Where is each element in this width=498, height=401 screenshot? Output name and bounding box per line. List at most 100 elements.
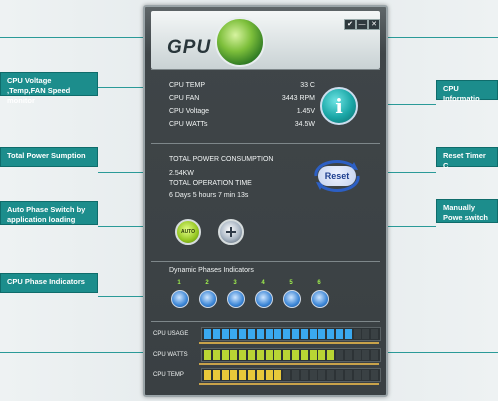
callout-manual-power: Manually Powe switch — [436, 199, 498, 223]
bar-segment — [230, 350, 238, 360]
bar-segment — [300, 370, 308, 380]
bar-segment — [248, 329, 255, 339]
bar-segment — [327, 350, 335, 360]
manual-power-button[interactable] — [218, 219, 244, 245]
bar-segment — [239, 350, 247, 360]
reset-button[interactable]: Reset — [310, 159, 364, 193]
bar-segment — [265, 350, 273, 360]
bar-segment — [292, 370, 299, 380]
bar-segment — [230, 370, 238, 380]
power-title: TOTAL POWER CONSUMPTION — [169, 156, 274, 163]
gpu-app-window: GPU ✔ — ✕ CPU TEMP 33 C CPU FAN 3443 RPM… — [143, 5, 388, 397]
bar-segment — [265, 370, 273, 380]
phase-number: 6 — [317, 280, 321, 286]
bar-segment — [204, 370, 211, 380]
usage-bars-section — [151, 321, 380, 394]
cpu-watts-label: CPU WATTs — [169, 121, 208, 128]
connector-line — [98, 87, 158, 88]
cpu-temp-value: 33 C — [300, 82, 315, 89]
bar-segment — [274, 350, 282, 360]
cpu-fan-label: CPU FAN — [169, 95, 200, 102]
bar-segment — [336, 370, 343, 380]
monitor-section — [151, 69, 380, 140]
bar-segment — [344, 329, 352, 339]
operation-time-value: 6 Days 5 hours 7 min 13s — [169, 192, 249, 199]
cpu-voltage-value: 1.45V — [296, 108, 315, 115]
phase-indicator-icon — [227, 290, 245, 308]
phases-title: Dynamic Phases Indicators — [169, 267, 254, 274]
bar-segment — [274, 329, 282, 339]
bar-segment — [318, 350, 326, 360]
bar-segment — [204, 350, 211, 360]
bar-segment — [265, 329, 273, 339]
phase-number: 4 — [261, 280, 265, 286]
bar-segment — [371, 370, 379, 380]
cpu-fan-value: 3443 RPM — [281, 95, 315, 102]
phase-number: 2 — [205, 280, 209, 286]
reset-label: Reset — [318, 166, 356, 186]
callout-phase-indicators: CPU Phase Indicators — [0, 273, 98, 293]
bar-segment — [300, 329, 308, 339]
bar-segment — [371, 350, 379, 360]
connector-line — [368, 172, 436, 173]
bar-segment — [344, 350, 352, 360]
bar-segment — [309, 350, 317, 360]
bar-segment — [239, 329, 247, 339]
connector-line — [0, 37, 143, 38]
callout-power: Total Power Sumption — [0, 147, 98, 167]
connector-line — [98, 226, 170, 227]
phase-number: 1 — [177, 280, 181, 286]
bar-segment — [362, 370, 370, 380]
power-switch-icon — [226, 227, 236, 237]
cpu-watts-bar — [201, 348, 381, 362]
globe-logo-icon — [215, 17, 265, 67]
phase-indicator-icon — [171, 290, 189, 308]
phase-number: 3 — [233, 280, 237, 286]
apply-button[interactable]: ✔ — [344, 19, 356, 30]
bar-segment — [327, 329, 335, 339]
phases-section — [151, 261, 380, 322]
bar-segment — [283, 370, 291, 380]
cpu-temp-bar-label: CPU TEMP — [153, 372, 184, 378]
bar-segment — [327, 370, 335, 380]
cpu-usage-label: CPU USAGE — [153, 331, 189, 337]
cpu-voltage-label: CPU Voltage — [169, 108, 210, 115]
bar-segment — [221, 350, 229, 360]
bar-segment — [336, 329, 343, 339]
bar-segment — [362, 350, 370, 360]
callout-monitor: CPU Voltage ,Temp,FAN Speed monitor — [0, 72, 98, 105]
bar-segment — [248, 350, 255, 360]
bar-divider — [199, 383, 379, 385]
bar-segment — [353, 350, 361, 360]
callout-reset-timer: Reset Timer C — [436, 147, 498, 170]
phase-number: 5 — [289, 280, 293, 286]
bar-segment — [344, 370, 352, 380]
bar-segment — [221, 370, 229, 380]
info-button[interactable]: i — [320, 87, 358, 125]
bar-segment — [300, 350, 308, 360]
connector-line — [98, 172, 158, 173]
bar-segment — [292, 329, 299, 339]
minimize-button[interactable]: — — [356, 19, 368, 30]
bar-segment — [283, 329, 291, 339]
bar-segment — [230, 329, 238, 339]
bar-segment — [256, 329, 264, 339]
bar-segment — [353, 329, 361, 339]
bar-segment — [256, 370, 264, 380]
cpu-watts-value: 34.5W — [294, 121, 315, 128]
close-button[interactable]: ✕ — [368, 19, 380, 30]
bar-segment — [362, 329, 370, 339]
bar-segment — [248, 370, 255, 380]
cpu-usage-bar — [201, 327, 381, 341]
bar-segment — [274, 370, 282, 380]
bar-segment — [309, 370, 317, 380]
cpu-temp-label: CPU TEMP — [169, 82, 206, 89]
bar-divider — [199, 342, 379, 344]
operation-time-title: TOTAL OPERATION TIME — [169, 180, 252, 187]
power-section — [151, 143, 380, 260]
auto-phase-button[interactable]: AUTO — [175, 219, 201, 245]
callout-auto-phase: Auto Phase Switch by application loading — [0, 201, 98, 225]
cpu-temp-bar — [201, 368, 381, 382]
bar-segment — [256, 350, 264, 360]
bar-segment — [318, 370, 326, 380]
